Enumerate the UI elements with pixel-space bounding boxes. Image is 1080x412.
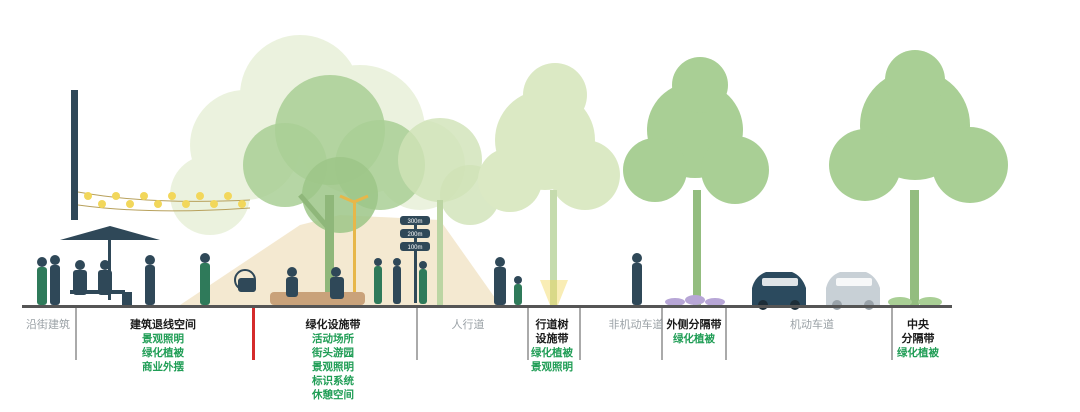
zone-feature: 景观照明 [531, 361, 573, 373]
string-light-bulb [182, 200, 190, 208]
zone-feature: 活动场所 [312, 333, 354, 345]
shrubs-outer-divider [665, 295, 725, 306]
tree-median [829, 50, 1008, 305]
zone-dividers [75, 308, 893, 360]
zone-feature: 绿化植被 [142, 347, 184, 359]
car-dark [752, 272, 806, 310]
zone-feature: 休憩空间 [312, 389, 354, 401]
zone-feature: 街头游园 [312, 347, 354, 359]
zone-feature: 绿化植被 [897, 347, 939, 359]
zone-title: 行道树 [535, 318, 569, 331]
string-light-bulb [238, 200, 246, 208]
zone-label-median: 中央分隔带绿化植被 [868, 318, 968, 360]
pedestrians-sidewalk [494, 253, 642, 305]
zone-feature: 绿化植被 [531, 347, 573, 359]
zone-title: 非机动车道 [608, 318, 664, 331]
zone-feature: 景观照明 [312, 361, 354, 373]
string-light-bulb [140, 192, 148, 200]
zone-label-building: 沿街建筑 [0, 318, 98, 332]
planter-bench [270, 292, 365, 305]
car-light [826, 272, 880, 310]
shrubs-median [888, 297, 942, 307]
zone-label-green-facility: 绿化设施带活动场所街头游园景观照明标识系统休憩空间 [283, 318, 383, 402]
string-light-bulb [224, 192, 232, 200]
string-lights [77, 191, 251, 212]
zone-title: 外侧分隔带 [666, 318, 722, 331]
string-light-bulb [84, 192, 92, 200]
zone-label-tree-belt: 行道树设施带绿化植被景观照明 [502, 318, 602, 374]
string-light-bulb [98, 200, 106, 208]
zone-label-outer-divider: 外侧分隔带绿化植被 [644, 318, 744, 346]
zone-title: 中央 [907, 318, 929, 331]
zone-title: 沿街建筑 [26, 318, 70, 331]
zone-title: 设施带 [535, 332, 569, 345]
zone-feature: 标识系统 [312, 375, 354, 387]
zone-title: 机动车道 [790, 318, 834, 331]
zone-label-sidewalk: 人行道 [418, 318, 518, 332]
zone-label-setback: 建筑退线空间景观照明绿化植被商业外摆 [113, 318, 213, 374]
string-light-bulb [112, 192, 120, 200]
market-umbrella [60, 226, 160, 300]
string-light-bulb [168, 192, 176, 200]
zone-title: 绿化设施带 [305, 318, 361, 331]
tree-outer-divider [623, 57, 769, 305]
sign-text-100m: 100m [407, 245, 422, 251]
string-light-bulb [210, 200, 218, 208]
zone-title: 人行道 [451, 318, 485, 331]
pedestrians-setback [37, 253, 210, 305]
zone-title: 建筑退线空间 [130, 318, 196, 331]
string-light-bulb [154, 200, 162, 208]
pedestrians-green-belt [234, 258, 427, 304]
zone-feature: 绿化植被 [673, 333, 715, 345]
wayfinding-sign: 300m 200m 100m [400, 216, 430, 303]
zone-label-bike-lane: 非机动车道 [586, 318, 686, 332]
zone-feature: 景观照明 [142, 333, 184, 345]
zone-label-motor-lane: 机动车道 [762, 318, 862, 332]
sign-text-300m: 300m [407, 219, 422, 225]
ground-line [22, 305, 952, 308]
street-lamp [339, 194, 369, 305]
sign-text-200m: 200m [407, 232, 422, 238]
string-light-bulb [196, 192, 204, 200]
tree-uplight [540, 280, 568, 305]
zone-feature: 商业外摆 [142, 361, 184, 373]
string-light-bulb [126, 200, 134, 208]
building-pole [71, 90, 78, 220]
highlight-divider [252, 308, 255, 360]
tree-sidewalk-belt [478, 63, 620, 305]
zone-title: 分隔带 [901, 332, 935, 345]
